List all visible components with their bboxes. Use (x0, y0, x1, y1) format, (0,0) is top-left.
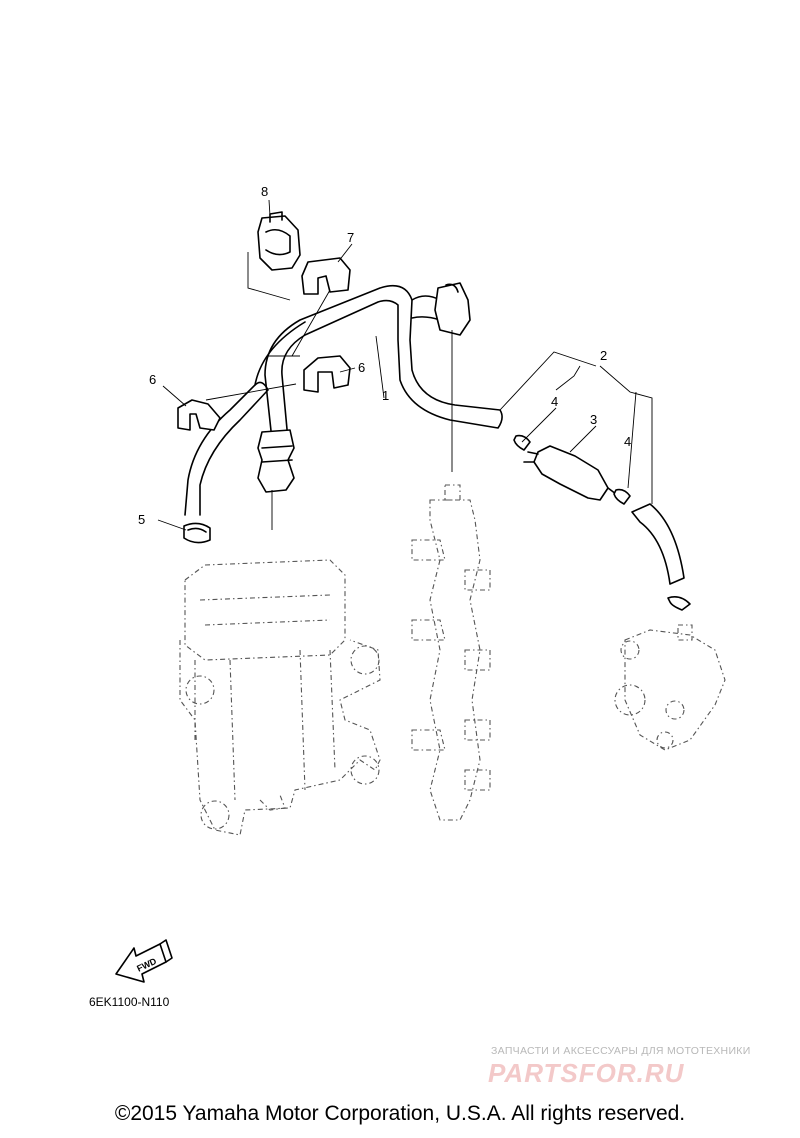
diagram-code: 6EK1100-N110 (89, 995, 170, 1009)
leader-lines (157, 199, 653, 531)
copyright-notice: ©2015 Yamaha Motor Corporation, U.S.A. A… (114, 1102, 686, 1125)
ghost-vapor-separator (179, 559, 381, 836)
hose-clamp-7 (301, 257, 351, 295)
hose-clip-5 (183, 522, 211, 544)
watermark-logo: PARTSFOR.RU (488, 1058, 685, 1088)
fuel-hose-main (184, 282, 503, 516)
callout-6-left: 6 (149, 372, 156, 387)
callout-6-right: 6 (358, 360, 365, 375)
callout-4-right: 4 (624, 434, 631, 449)
ghost-fuel-pump (614, 624, 726, 751)
hose-clamp-6-left (177, 399, 221, 431)
hose-connector (257, 429, 295, 493)
callout-labels: 8 7 6 6 1 5 2 4 3 4 (138, 184, 631, 527)
hose-clip-8 (257, 211, 301, 271)
callout-8: 8 (261, 184, 268, 199)
ghost-fuel-rail (411, 484, 491, 821)
fuel-filter-assy (513, 434, 691, 611)
callout-3: 3 (590, 412, 597, 427)
watermark-tagline: ЗАПЧАСТИ И АКСЕССУАРЫ ДЛЯ МОТОТЕХНИКИ (491, 1045, 751, 1057)
callout-2: 2 (600, 348, 607, 363)
hose-clamp-6-right (303, 355, 351, 393)
callout-1: 1 (382, 388, 389, 403)
fwd-arrow-icon: FWD (115, 939, 173, 983)
callout-7: 7 (347, 230, 354, 245)
callout-4-left: 4 (551, 394, 558, 409)
callout-5: 5 (138, 512, 145, 527)
